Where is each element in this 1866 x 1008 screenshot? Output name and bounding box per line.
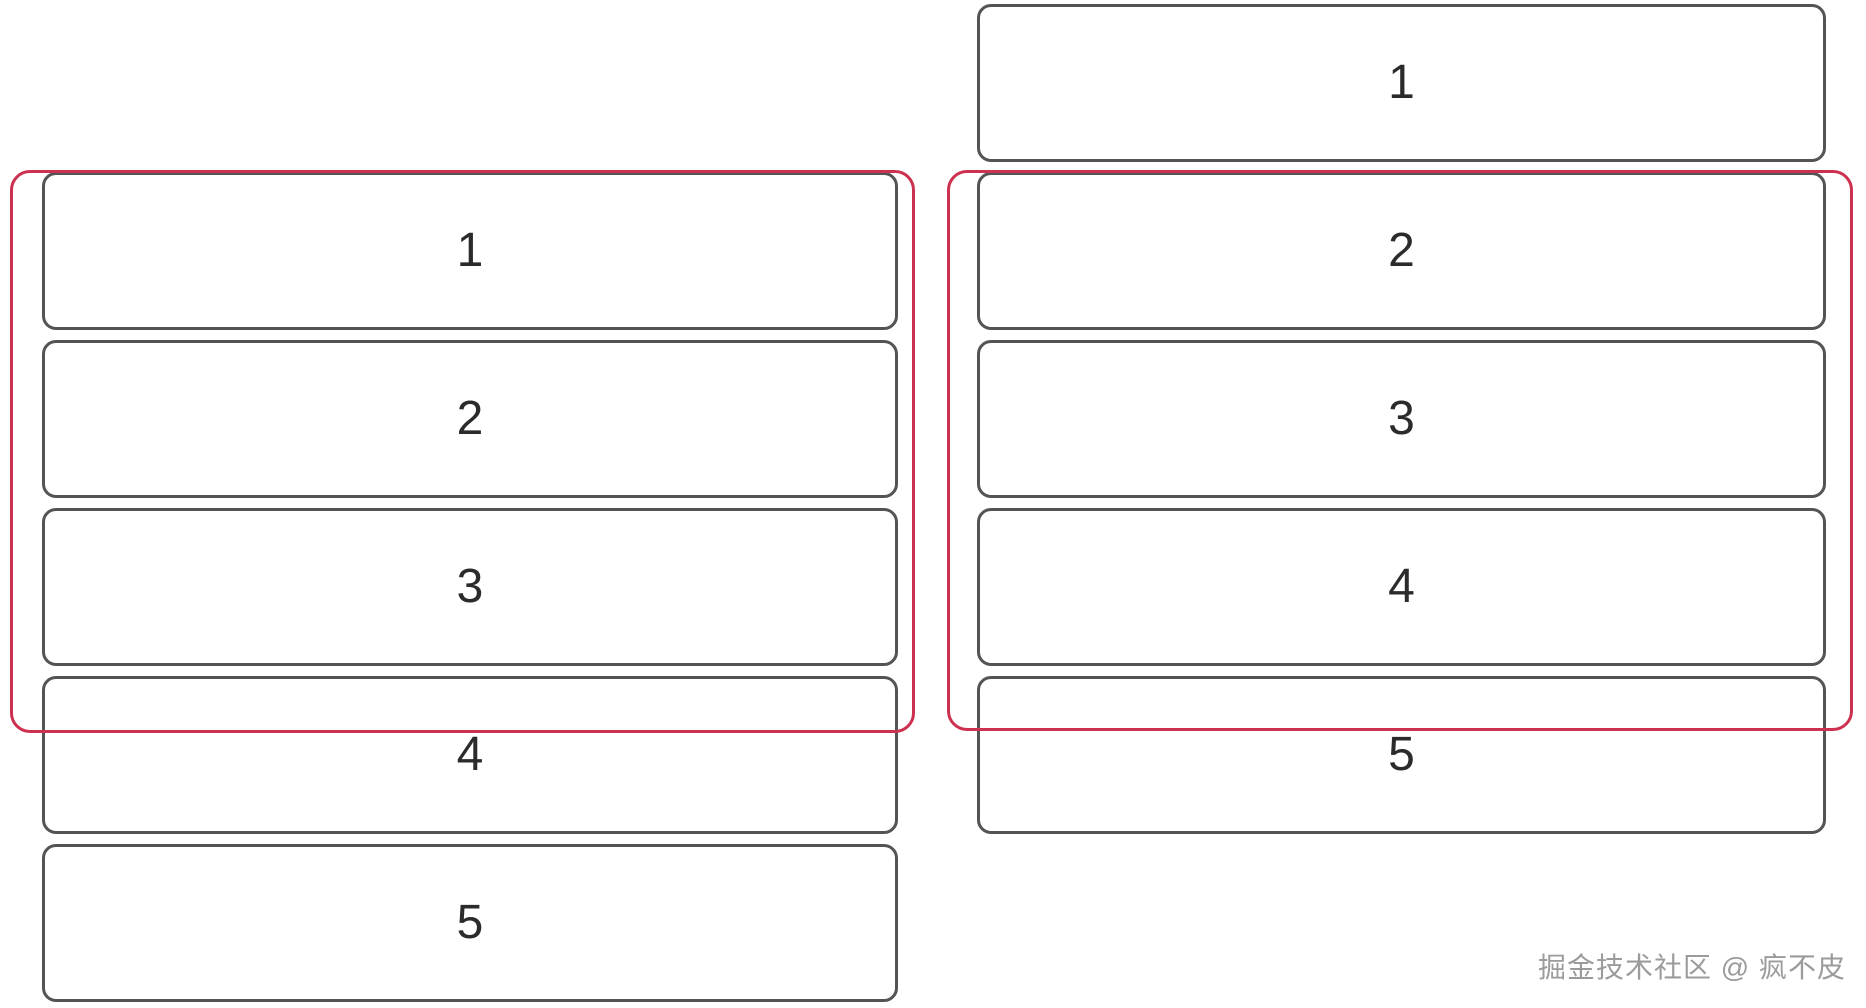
list-left: 1 2 3 4 5 — [42, 172, 898, 1002]
list-item: 5 — [42, 844, 898, 1002]
list-item: 1 — [977, 4, 1826, 162]
list-item: 3 — [977, 340, 1826, 498]
list-item: 4 — [42, 676, 898, 834]
list-item: 2 — [42, 340, 898, 498]
list-item: 1 — [42, 172, 898, 330]
list-item: 4 — [977, 508, 1826, 666]
watermark: 掘金技术社区 @ 疯不皮 — [1538, 952, 1846, 983]
list-item: 5 — [977, 676, 1826, 834]
list-item: 3 — [42, 508, 898, 666]
list-right: 1 2 3 4 5 — [977, 4, 1826, 834]
list-item: 2 — [977, 172, 1826, 330]
